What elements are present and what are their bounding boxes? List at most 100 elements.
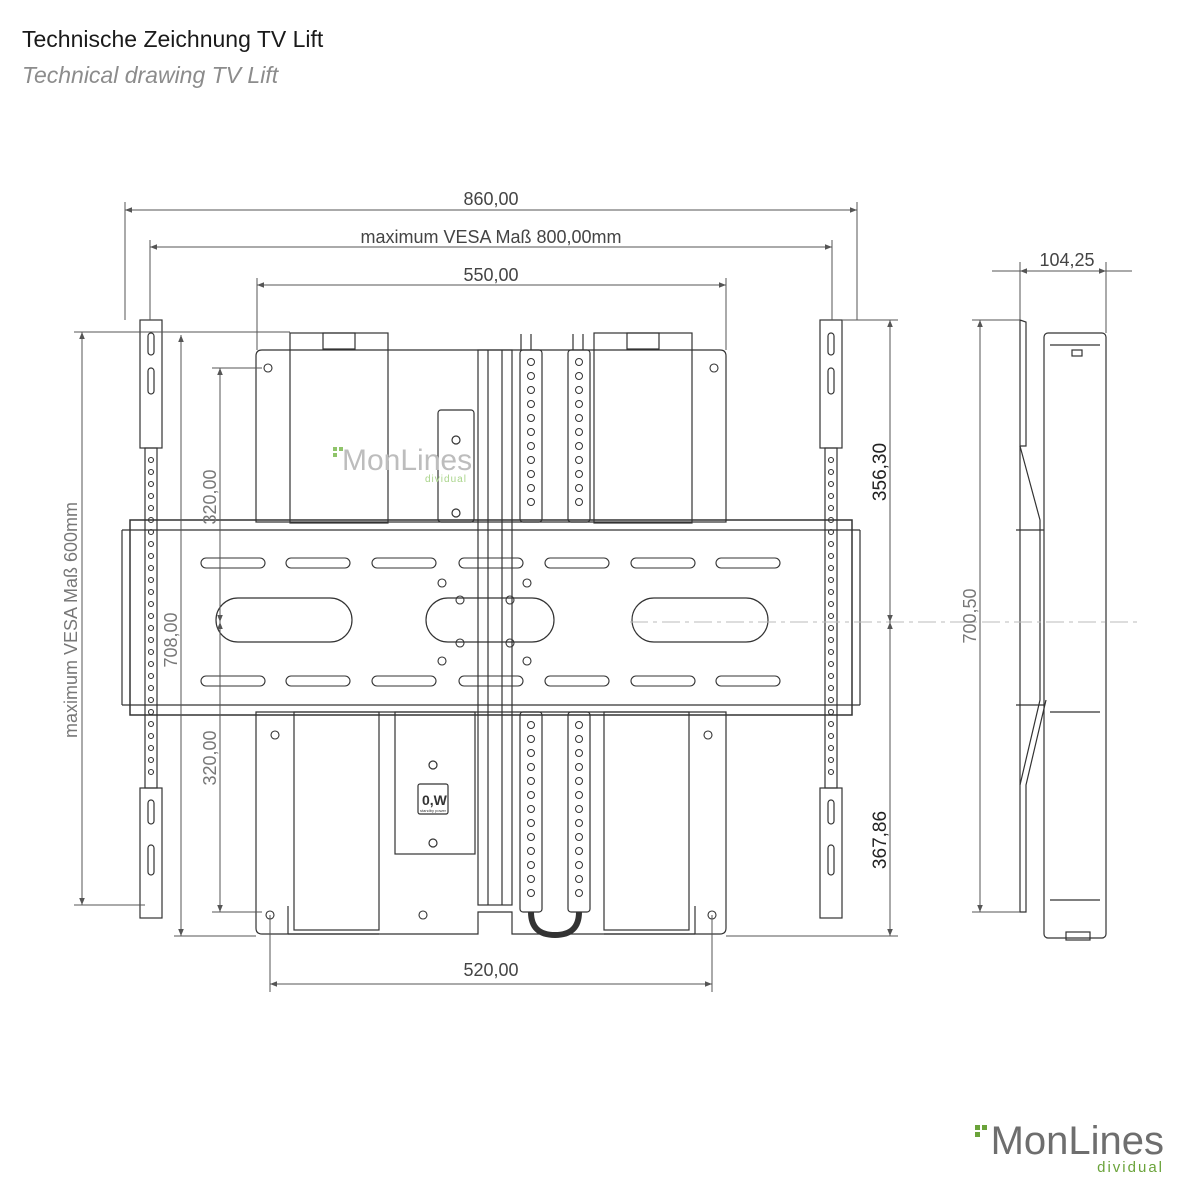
slot: [200, 675, 266, 687]
dim-total-width: 860,00: [463, 189, 518, 209]
chain-link: [575, 735, 583, 743]
cable-chain-right: [567, 349, 591, 913]
dim-vesa-height: maximum VESA Maß 600mm: [61, 502, 81, 738]
dim-upper-half: 320,00: [200, 469, 220, 524]
chain-link: [527, 791, 535, 799]
chain-link: [527, 456, 535, 464]
right-vesa-arm: [819, 319, 843, 449]
chain-link: [575, 358, 583, 366]
mount-hole: [709, 363, 719, 373]
slot: [715, 557, 781, 569]
mount-hole: [522, 656, 532, 666]
chain-link: [527, 777, 535, 785]
slot: [285, 675, 351, 687]
cable-chain-left: [519, 349, 543, 913]
upper-right-column: [593, 332, 693, 524]
dim-bottom-width: 520,00: [463, 960, 518, 980]
chain-link: [527, 819, 535, 827]
front-view: [121, 319, 861, 939]
arm-hole: [827, 516, 835, 524]
watermark-tagline: dividual: [425, 474, 467, 485]
chain-link: [527, 498, 535, 506]
arm-hole: [827, 588, 835, 596]
watermark-brand: MonLines: [342, 444, 472, 477]
mount-hole: [418, 910, 428, 920]
arm-hole: [147, 576, 155, 584]
arm-hole: [147, 696, 155, 704]
mount-hole: [455, 595, 465, 605]
mount-hole: [263, 363, 273, 373]
chain-link: [527, 358, 535, 366]
slot: [371, 675, 437, 687]
chain-link: [575, 484, 583, 492]
arm-hole: [827, 636, 835, 644]
upper-back-plate: [255, 349, 727, 523]
arm-hole: [147, 744, 155, 752]
chain-link: [527, 833, 535, 841]
chain-link: [575, 819, 583, 827]
arm-hole: [827, 720, 835, 728]
dim-total-height: 708,00: [161, 612, 181, 667]
dimension-lines: [74, 202, 1132, 992]
arm-hole: [147, 636, 155, 644]
chain-link: [575, 749, 583, 757]
power-badge: 0,W: [422, 792, 448, 808]
slot: [458, 675, 524, 687]
chain-link: [527, 875, 535, 883]
arm-hole: [827, 732, 835, 740]
page-title: Technische Zeichnung TV Lift: [22, 26, 324, 52]
arm-hole: [827, 492, 835, 500]
power-caption: standby power: [420, 808, 447, 813]
arm-hole: [147, 480, 155, 488]
arm-hole: [827, 672, 835, 680]
arm-hole: [147, 612, 155, 620]
lower-back-plate: [255, 711, 727, 935]
arm-hole: [147, 600, 155, 608]
mount-hole: [437, 656, 447, 666]
arm-hole: [827, 540, 835, 548]
chain-link: [527, 735, 535, 743]
chain-link: [575, 372, 583, 380]
arm-hole: [827, 696, 835, 704]
chain-link: [527, 386, 535, 394]
mount-hole: [455, 638, 465, 648]
arm-hole: [827, 768, 835, 776]
logo-dots-icon: [974, 1125, 989, 1139]
logo-tagline: dividual: [1097, 1159, 1164, 1176]
mount-holes: [147, 363, 835, 920]
mount-hole: [522, 578, 532, 588]
arm-hole: [827, 708, 835, 716]
arm-hole: [147, 456, 155, 464]
chain-link: [575, 861, 583, 869]
mount-hole: [270, 730, 280, 740]
arm-hole: [827, 552, 835, 560]
dim-upper-right: 356,30: [870, 443, 891, 501]
brand-logo: MonLines dividual: [974, 1121, 1164, 1176]
bar-slots: [200, 557, 781, 687]
arm-hole: [147, 684, 155, 692]
chain-link: [575, 875, 583, 883]
arm-hole: [827, 564, 835, 572]
mount-hole: [505, 595, 515, 605]
arm-hole: [827, 624, 835, 632]
side-view: [1016, 319, 1107, 941]
slot: [630, 675, 696, 687]
slot: [371, 557, 437, 569]
arm-hole: [147, 492, 155, 500]
chain-link: [527, 749, 535, 757]
arm-hole: [827, 744, 835, 752]
arm-hole: [827, 648, 835, 656]
chain-link: [575, 721, 583, 729]
dim-vesa-width: maximum VESA Maß 800,00mm: [360, 227, 621, 247]
chain-links: [527, 358, 583, 897]
chain-link: [575, 428, 583, 436]
chain-link: [575, 442, 583, 450]
left-vesa-arm: [139, 319, 163, 449]
slot: [285, 557, 351, 569]
arm-hole: [827, 528, 835, 536]
arm-hole: [147, 528, 155, 536]
chain-link: [575, 763, 583, 771]
chain-link: [527, 805, 535, 813]
arm-hole: [147, 660, 155, 668]
